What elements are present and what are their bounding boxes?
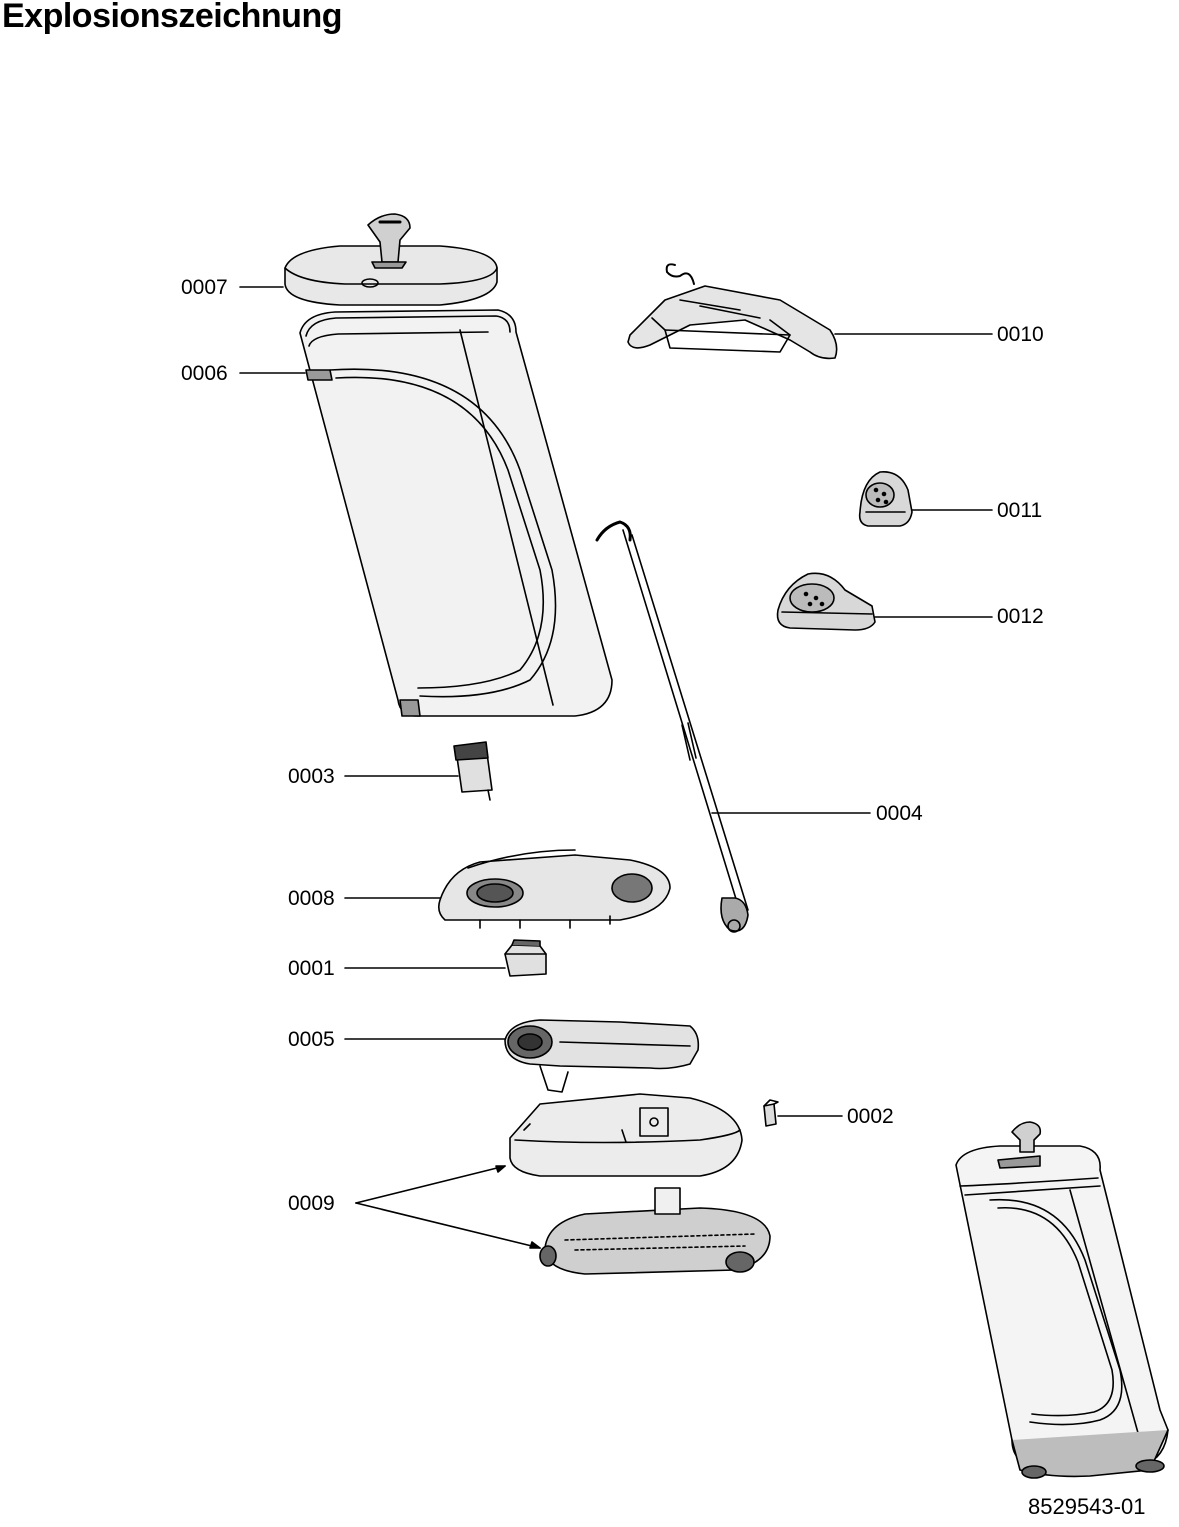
callout-0007: 0007 xyxy=(181,276,228,299)
part-0001-switch xyxy=(505,940,546,976)
callout-0010: 0010 xyxy=(997,323,1044,346)
document-number: 8529543-01 xyxy=(1028,1494,1146,1519)
callout-0012: 0012 xyxy=(997,605,1044,628)
assembled-steamer xyxy=(956,1122,1168,1478)
leader-0009 xyxy=(356,1166,540,1248)
part-0009-bottom-plate xyxy=(540,1188,770,1274)
part-0008-upper-cover xyxy=(439,850,670,928)
part-0003-clip xyxy=(454,742,492,800)
part-0004-pole xyxy=(597,522,748,932)
callout-0002: 0002 xyxy=(847,1105,894,1128)
callout-0008: 0008 xyxy=(288,887,335,910)
part-0005-pump xyxy=(505,1020,698,1092)
callout-0006: 0006 xyxy=(181,362,228,385)
page-title: Explosionszeichnung xyxy=(2,0,342,35)
part-0007-lid xyxy=(285,214,497,305)
callout-0005: 0005 xyxy=(288,1028,335,1051)
part-0006-water-tank xyxy=(300,310,612,716)
callout-0004: 0004 xyxy=(876,802,923,825)
part-0011-small-head xyxy=(860,472,912,526)
callout-0009: 0009 xyxy=(288,1192,335,1215)
callout-0011: 0011 xyxy=(997,499,1043,522)
callout-0001: 0001 xyxy=(288,957,335,980)
part-0010-hanger xyxy=(628,264,837,358)
part-0009-base xyxy=(510,1094,742,1176)
callout-0003: 0003 xyxy=(288,765,335,788)
part-0002-connector xyxy=(764,1100,778,1126)
part-0012-large-head xyxy=(778,573,876,630)
